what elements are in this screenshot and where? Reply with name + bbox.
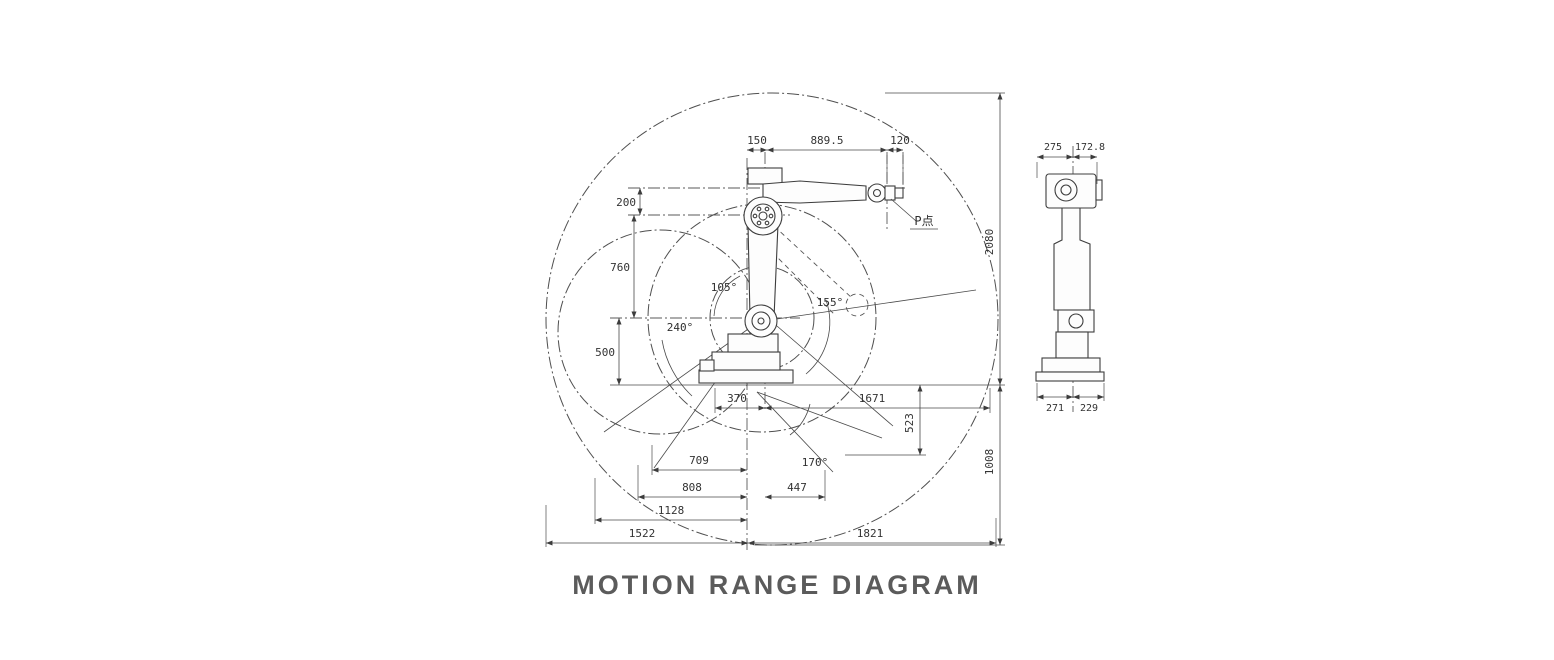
- dim-120: 120: [890, 134, 910, 147]
- front-bottom-dimensions: 370 1671 709 808 447 1128 1522 1821: [545, 388, 997, 547]
- angle-105: 105°: [711, 281, 738, 294]
- angle-155: 155°: [817, 296, 844, 309]
- front-right-dimensions: 2080 1008 523: [610, 92, 1005, 546]
- dim-275: 275: [1044, 142, 1062, 153]
- angle-240: 240°: [667, 321, 694, 334]
- alternate-pose-lines: [765, 225, 869, 317]
- dim-709: 709: [689, 454, 709, 467]
- dim-760: 760: [610, 261, 630, 274]
- dim-889-5: 889.5: [810, 134, 843, 147]
- p-point-label: P点: [914, 214, 933, 228]
- dim-1008: 1008: [983, 449, 996, 476]
- robot-side-view: [1035, 146, 1105, 412]
- angle-labels: 105° 155° 240° 170°: [667, 281, 844, 469]
- p-point-callout: P点: [890, 198, 938, 230]
- dim-229: 229: [1080, 403, 1098, 414]
- dim-200: 200: [616, 196, 636, 209]
- robot-front-view: [698, 167, 904, 384]
- dim-172-8: 172.8: [1075, 142, 1105, 153]
- angle-170: 170°: [802, 456, 829, 469]
- dim-1821: 1821: [857, 527, 884, 540]
- dim-370: 370: [727, 392, 747, 405]
- side-view-dimensions: 275 172.8 271 229: [1036, 142, 1105, 414]
- dim-150: 150: [747, 134, 767, 147]
- page-title: MOTION RANGE DIAGRAM: [572, 570, 982, 600]
- dim-500: 500: [595, 346, 615, 359]
- dim-808: 808: [682, 481, 702, 494]
- front-left-dimensions: 200 760 500: [595, 188, 643, 385]
- dim-1522: 1522: [629, 527, 656, 540]
- dim-447: 447: [787, 481, 807, 494]
- dim-271: 271: [1046, 403, 1064, 414]
- dim-1128: 1128: [658, 504, 685, 517]
- dim-523: 523: [903, 413, 916, 433]
- front-top-dimensions: 150 889.5 120: [747, 134, 910, 185]
- dim-1671: 1671: [859, 392, 886, 405]
- dim-2080: 2080: [983, 229, 996, 256]
